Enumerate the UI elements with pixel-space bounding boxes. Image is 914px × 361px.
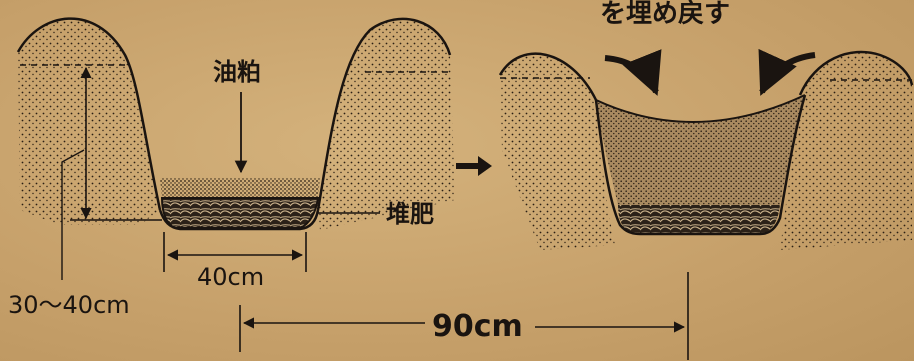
left-mound-right (318, 19, 455, 230)
left-trench (18, 19, 455, 230)
backfill-arrow-left (605, 58, 656, 92)
transition-arrow (456, 156, 492, 176)
right-mound-right (780, 52, 912, 250)
right-mound-left (500, 54, 615, 250)
right-compost-layer (618, 205, 780, 234)
top-caption: を埋め戻す (600, 0, 730, 29)
bottom-width-label: 40cm (197, 263, 264, 291)
oil-cake-layer (160, 178, 320, 198)
right-trench (500, 52, 912, 250)
compost-layer (162, 198, 318, 228)
oil-cake-label: 油粕 (213, 58, 261, 86)
spacing-label: 90cm (432, 309, 523, 344)
left-mound-left (18, 19, 160, 225)
depth-label: 30〜40cm (8, 291, 130, 319)
compost-label: 堆肥 (386, 200, 434, 228)
